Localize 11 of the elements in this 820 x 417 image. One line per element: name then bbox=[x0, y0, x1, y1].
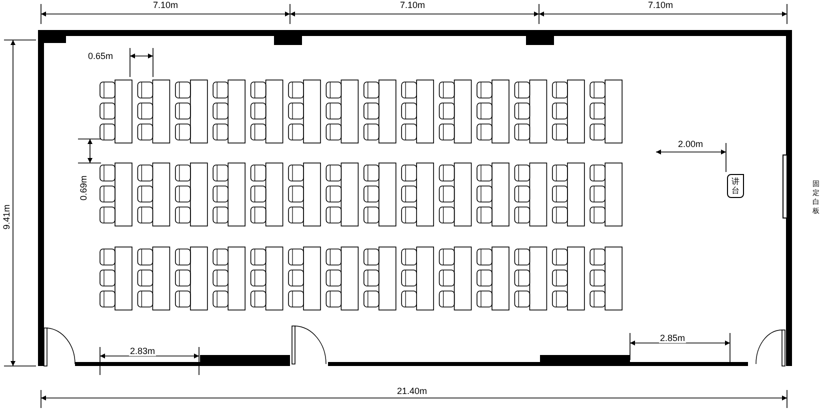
dimension-label: 7.10m bbox=[400, 0, 426, 10]
podium: 讲台 bbox=[727, 174, 744, 198]
dimension-label: 0.65m bbox=[88, 51, 114, 61]
dimension-label: 2.85m bbox=[659, 333, 686, 343]
dimension-label: 2.00m bbox=[678, 139, 704, 149]
dimension-label: 7.10m bbox=[648, 0, 674, 10]
dimension-label: 21.40m bbox=[397, 386, 428, 396]
dimension-label: 0.69m bbox=[78, 176, 88, 200]
dimension-label: 7.10m bbox=[153, 0, 178, 10]
dimension-label: 2.83m bbox=[129, 346, 156, 356]
dimension-label: 9.41m bbox=[2, 204, 12, 230]
